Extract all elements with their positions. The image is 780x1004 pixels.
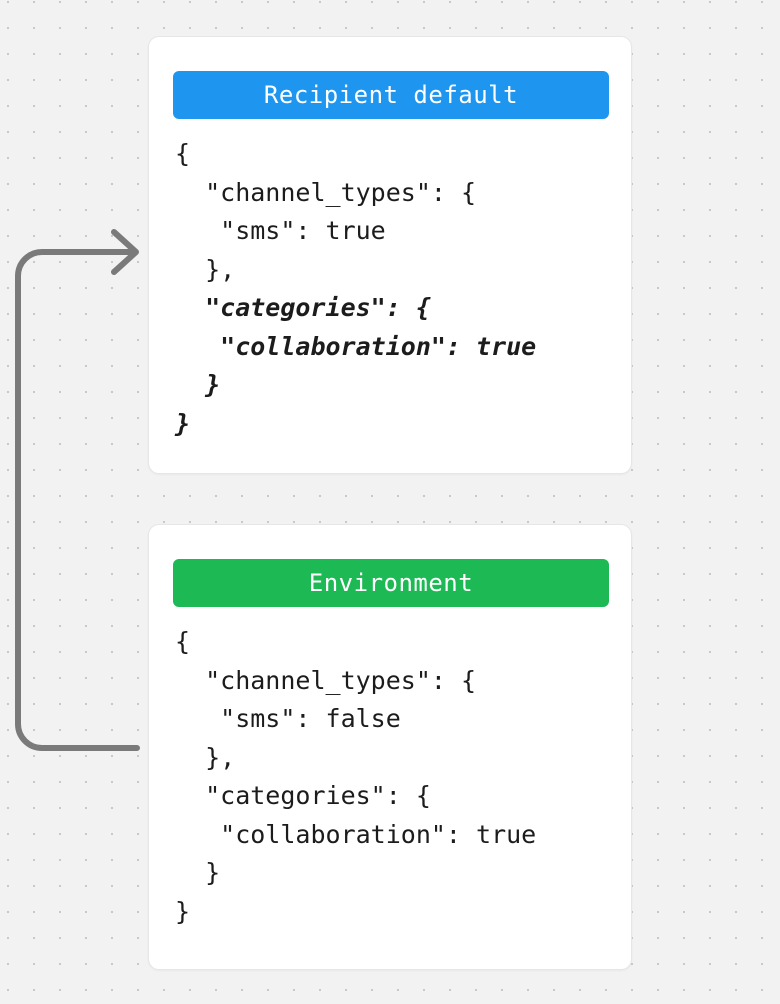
json-line: "sms": false bbox=[175, 704, 401, 733]
json-line: "categories": { bbox=[175, 293, 431, 322]
json-line: } bbox=[175, 370, 221, 399]
json-line: "collaboration": true bbox=[175, 331, 537, 361]
json-line: "collaboration": true bbox=[175, 819, 537, 849]
card-banner-environment: Environment bbox=[173, 559, 609, 607]
json-line: "channel_types": { bbox=[175, 177, 477, 207]
card-environment[interactable]: Environment { "channel_types": { "sms": … bbox=[148, 524, 632, 970]
json-body-recipient-default: { "channel_types": { "sms": true }, "cat… bbox=[175, 135, 536, 443]
json-line: } bbox=[175, 896, 191, 926]
connector-path bbox=[15, 249, 140, 751]
json-line: "categories": { bbox=[175, 781, 431, 810]
json-line: } bbox=[175, 858, 221, 887]
json-line: { bbox=[175, 139, 191, 168]
connector-arrowhead-icon bbox=[111, 229, 139, 275]
card-banner-label: Recipient default bbox=[263, 81, 519, 109]
json-line: "channel_types": { bbox=[175, 665, 477, 695]
json-line: { bbox=[175, 627, 191, 656]
json-line: "sms": true bbox=[175, 216, 386, 245]
card-recipient-default[interactable]: Recipient default { "channel_types": { "… bbox=[148, 36, 632, 474]
json-body-environment: { "channel_types": { "sms": false }, "ca… bbox=[175, 623, 536, 931]
json-line: }, bbox=[175, 254, 236, 284]
json-line: } bbox=[175, 408, 191, 438]
card-banner-label: Environment bbox=[308, 569, 474, 597]
card-banner-recipient-default: Recipient default bbox=[173, 71, 609, 119]
json-line: }, bbox=[175, 742, 236, 772]
